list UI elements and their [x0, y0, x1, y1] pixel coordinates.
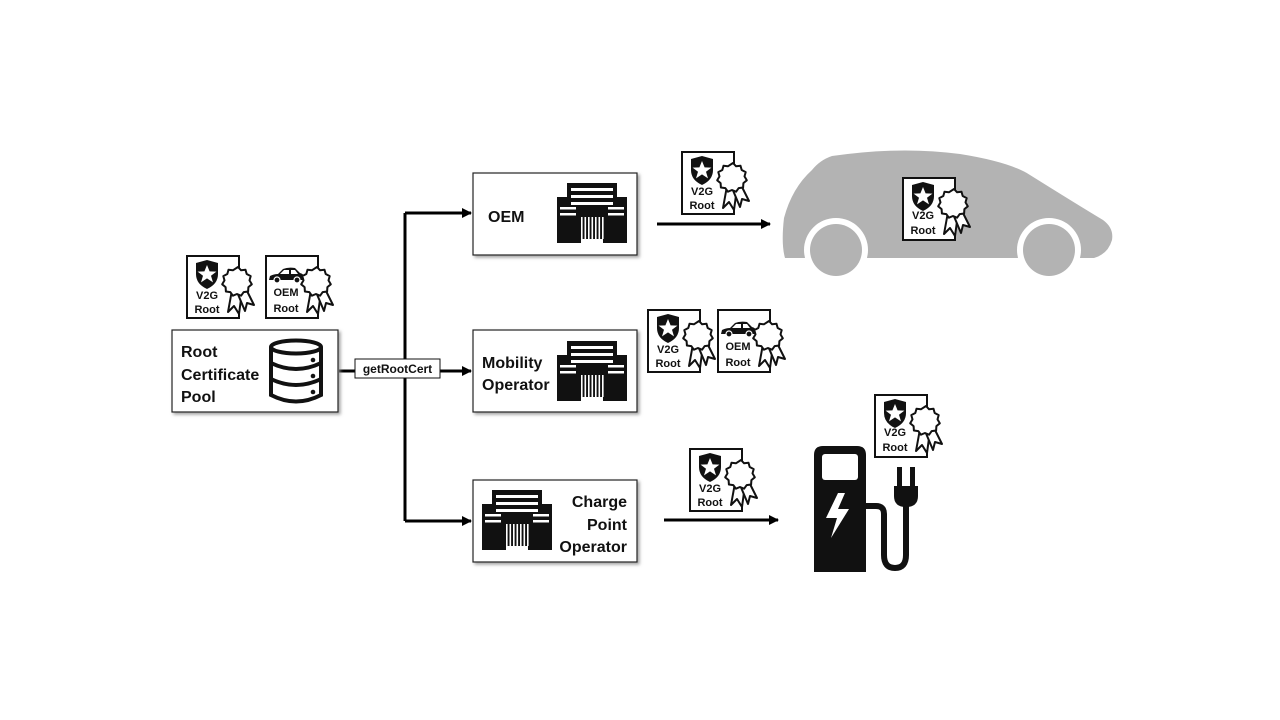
edge-label-text: getRootCert [363, 362, 432, 376]
svg-text:OEM: OEM [273, 287, 298, 299]
svg-text:Root: Root [689, 200, 714, 212]
edge-label-getrootcert: getRootCert [354, 358, 441, 379]
pool-label-line-3: Pool [181, 389, 216, 406]
root-certificate-pool-box: Root Certificate Pool [171, 329, 339, 413]
charge-point-operator-box: Charge Point Operator [472, 479, 638, 563]
svg-text:V2G: V2G [196, 290, 218, 302]
mobility-v2g-root-cert: V2G Root [647, 309, 716, 373]
svg-text:V2G: V2G [699, 483, 721, 495]
pool-v2g-root-cert: V2G Root [186, 255, 255, 319]
svg-text:Root: Root [697, 497, 722, 509]
mobility-server-icon [557, 341, 627, 401]
svg-text:Root: Root [910, 225, 935, 237]
pool-label-line-2: Certificate [181, 367, 259, 384]
svg-text:Root: Root [725, 357, 750, 369]
cpo-server-icon [482, 490, 552, 550]
mobility-oem-root-cert: OEM Root [717, 309, 786, 373]
cpo-label-line-1: Charge [572, 494, 627, 511]
cpo-v2g-root-cert: V2G Root [689, 448, 758, 512]
oem-label: OEM [488, 209, 524, 226]
svg-text:Root: Root [882, 442, 907, 454]
svg-text:Root: Root [194, 304, 219, 316]
mobility-label-line-1: Mobility [482, 355, 543, 372]
svg-text:V2G: V2G [884, 427, 906, 439]
svg-text:V2G: V2G [912, 210, 934, 222]
cpo-label-line-2: Point [587, 517, 628, 534]
svg-text:Root: Root [273, 303, 298, 315]
svg-text:Root: Root [655, 358, 680, 370]
svg-text:V2G: V2G [657, 344, 679, 356]
database-icon [269, 338, 323, 404]
charging-station-icon [814, 446, 918, 572]
charger-v2g-root-cert: V2G Root [874, 394, 943, 458]
pool-oem-root-cert: OEM Root [265, 255, 334, 319]
oem-v2g-root-cert: V2G Root [681, 151, 750, 215]
mobility-operator-box: Mobility Operator [472, 329, 638, 413]
mobility-label-line-2: Operator [482, 377, 550, 394]
svg-text:OEM: OEM [725, 341, 750, 353]
svg-text:V2G: V2G [691, 186, 713, 198]
cpo-label-line-3: Operator [559, 539, 627, 556]
oem-box: OEM [472, 172, 638, 256]
oem-server-icon [557, 183, 627, 243]
car-v2g-root-cert: V2G Root [902, 177, 971, 241]
pool-label-line-1: Root [181, 344, 218, 361]
